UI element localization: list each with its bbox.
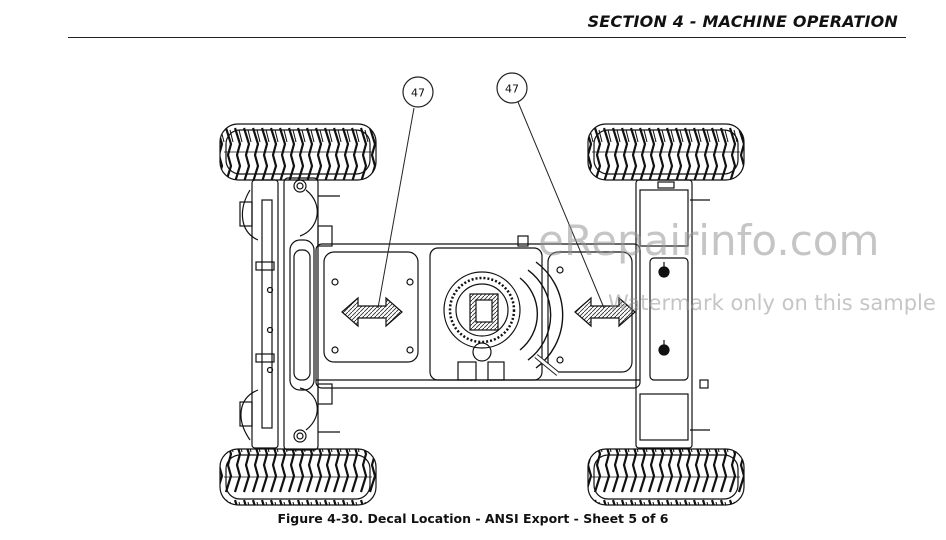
- wheel-front-right: [587, 123, 745, 181]
- wheel-front-left: [219, 123, 377, 181]
- left-axle-assembly: [239, 177, 340, 451]
- right-axle-assembly: [635, 179, 710, 449]
- turntable-bearing: [443, 271, 560, 381]
- leader-line: [377, 107, 415, 309]
- steer-decal-right: [574, 296, 636, 328]
- steer-decal-left: [341, 296, 403, 328]
- wheel-rear-right: [587, 448, 745, 506]
- figure-caption: Figure 4-30. Decal Location - ANSI Expor…: [277, 511, 669, 526]
- watermark-note: Watermark only on this sample: [608, 291, 936, 315]
- callout-bubble: 47: [402, 76, 434, 108]
- callout-label: 47: [411, 87, 425, 100]
- section-title: SECTION 4 - MACHINE OPERATION: [587, 12, 898, 31]
- header-rule: [68, 37, 906, 38]
- callout-bubble: 47: [496, 72, 528, 104]
- wheel-rear-left: [219, 448, 377, 506]
- watermark-site: eRepairinfo.com: [538, 216, 880, 265]
- leader-line: [517, 101, 605, 309]
- callout-label: 47: [505, 83, 519, 96]
